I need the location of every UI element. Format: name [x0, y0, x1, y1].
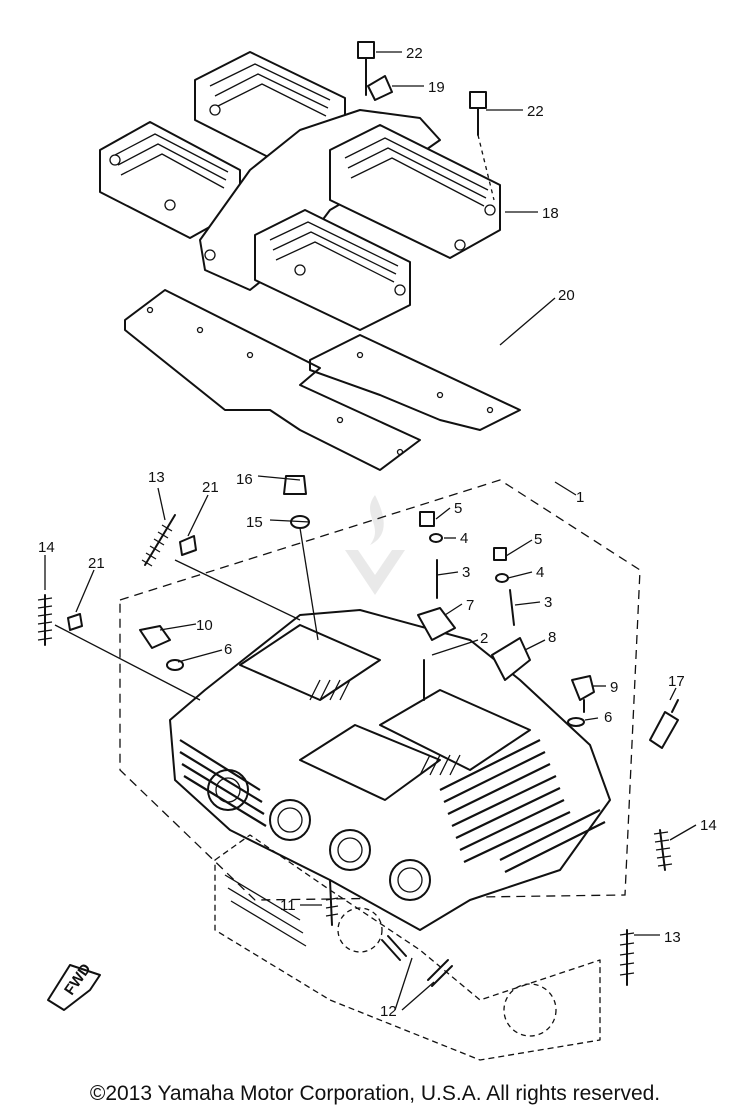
oil-delivery-parts	[417, 511, 531, 701]
callout-18: 18	[542, 205, 559, 222]
callout-10: 10	[196, 617, 213, 634]
callout-3-b: 3	[544, 594, 552, 611]
right-studs	[619, 829, 673, 986]
callout-16: 16	[236, 471, 253, 488]
cylinder-block-phantom	[214, 834, 601, 1061]
callout-12: 12	[380, 1003, 397, 1020]
callout-5-a: 5	[454, 500, 462, 517]
callout-21-left: 21	[88, 555, 105, 572]
leader-lines	[44, 51, 697, 1011]
callout-20: 20	[558, 287, 575, 304]
callout-9: 9	[610, 679, 618, 696]
sensors	[139, 625, 595, 727]
flame-v-logo-icon	[345, 495, 405, 595]
callout-14-left: 14	[38, 539, 55, 556]
callout-22-top: 22	[406, 45, 423, 62]
callout-17: 17	[668, 673, 685, 690]
callout-14-right: 14	[700, 817, 717, 834]
callout-7: 7	[466, 597, 474, 614]
callout-2: 2	[480, 630, 488, 647]
callout-3-a: 3	[462, 564, 470, 581]
spark-plug	[649, 699, 679, 749]
head-cover-gasket	[124, 289, 521, 471]
dowel-21-a	[179, 535, 197, 556]
callout-6-right: 6	[604, 709, 612, 726]
cylinder-head	[169, 609, 611, 931]
callout-21-top: 21	[202, 479, 219, 496]
lower-studs	[325, 879, 453, 987]
cylinder-head-cover	[99, 51, 501, 331]
callout-4-b: 4	[536, 564, 544, 581]
copyright-notice: ©2013 Yamaha Motor Corporation, U.S.A. A…	[89, 1082, 661, 1105]
cover-bolts	[357, 41, 495, 201]
callout-5-b: 5	[534, 531, 542, 548]
callout-1: 1	[576, 489, 584, 506]
callout-13-right: 13	[664, 929, 681, 946]
callout-15: 15	[246, 514, 263, 531]
callout-8: 8	[548, 629, 556, 646]
callout-11: 11	[280, 897, 296, 914]
assembly-bracket	[119, 479, 641, 901]
callout-labels: 22 19 22 18 20 1 16 15 13 21 14 21 5 4 3…	[38, 45, 717, 1020]
callout-19: 19	[428, 79, 445, 96]
stud-14-left	[37, 594, 53, 646]
dowel-21-b	[67, 613, 83, 631]
callout-6-left: 6	[224, 641, 232, 658]
stud-13-top	[141, 514, 176, 567]
left-studs	[37, 514, 301, 701]
callout-13-top: 13	[148, 469, 165, 486]
callout-4-a: 4	[460, 530, 468, 547]
fwd-arrow-icon: FWD	[47, 961, 101, 1011]
callout-22-right: 22	[527, 103, 544, 120]
